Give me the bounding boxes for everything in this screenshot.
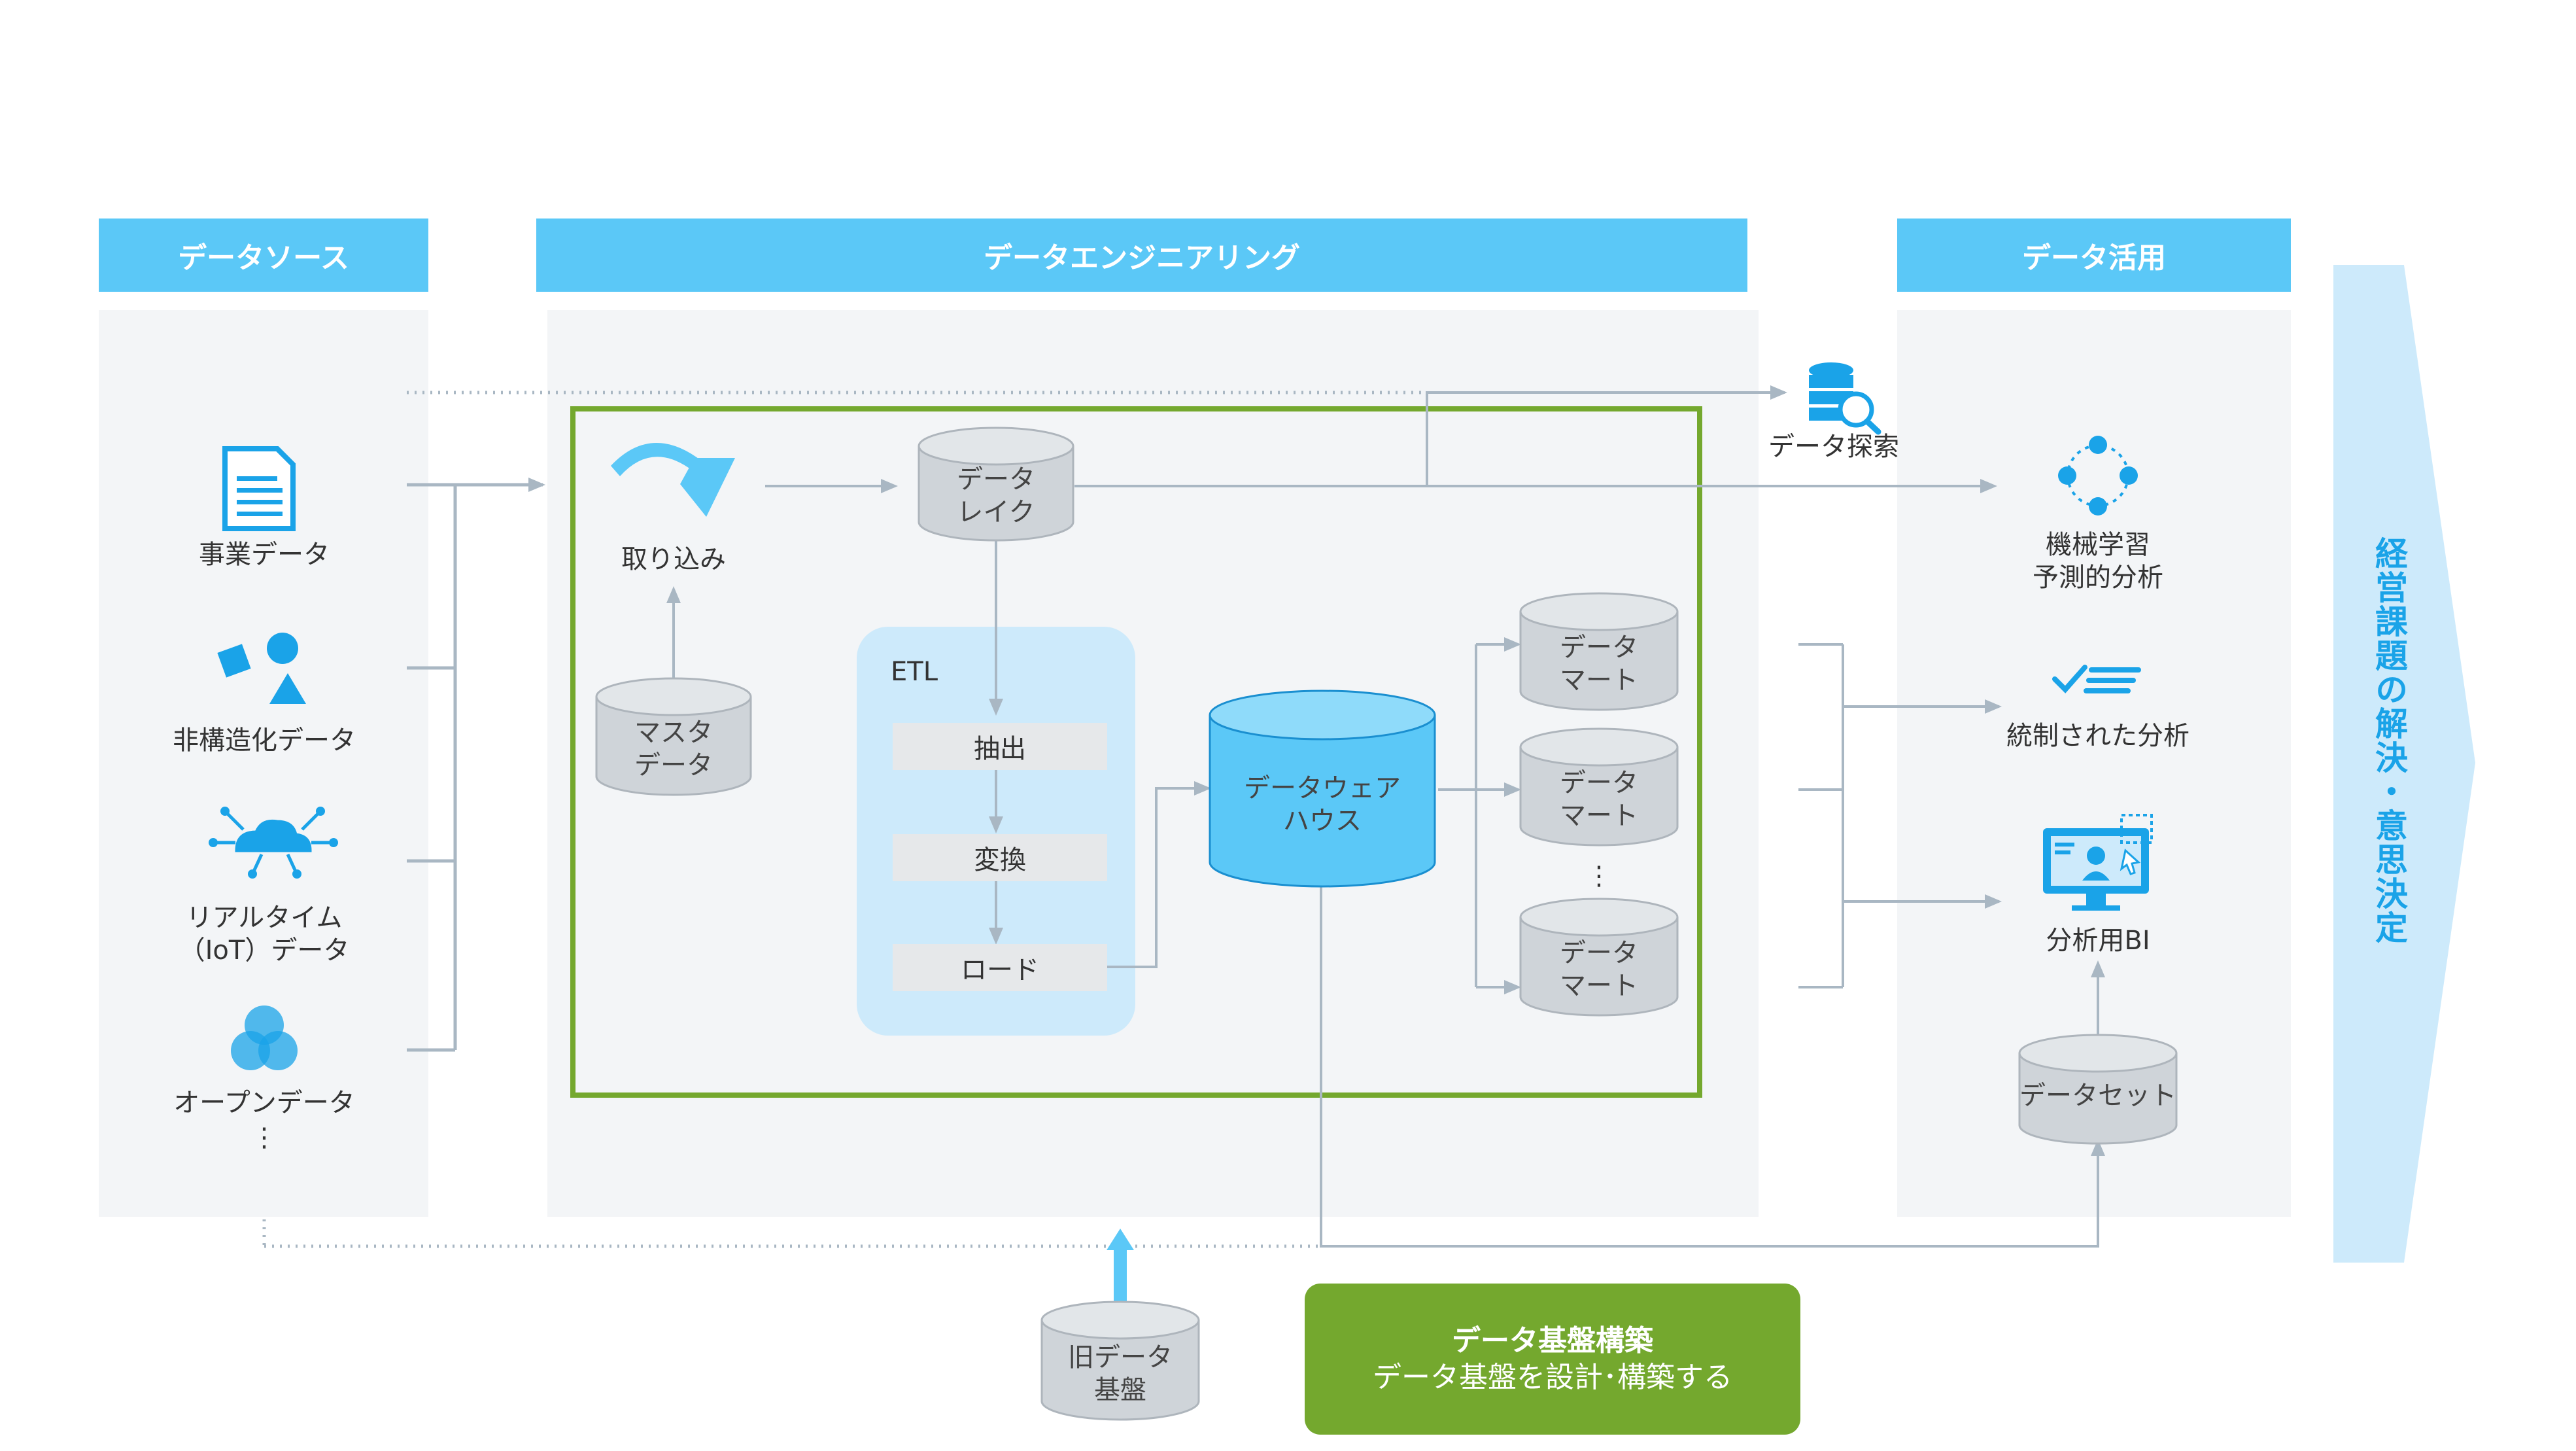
iot-cloud-icon xyxy=(209,807,338,879)
label-mart2-line1: データ xyxy=(1560,768,1638,798)
label-dwh-line1: データウェア xyxy=(1244,773,1401,803)
label-mart2-line2: マート xyxy=(1560,801,1638,831)
monitor-analytics-icon xyxy=(2043,814,2153,911)
label-lake-line1: データ xyxy=(957,464,1035,495)
upload-arrow-icon xyxy=(1107,1229,1134,1302)
dataset-cylinder xyxy=(2018,1034,2178,1145)
label-bi: 分析用BI xyxy=(2046,926,2150,956)
label-ml-line1: 機械学習 xyxy=(2046,530,2150,560)
label-unstructured-data: 非構造化データ xyxy=(173,726,356,756)
label-governed-analysis: 統制された分析 xyxy=(2006,721,2190,751)
etl-step-extract: 抽出 xyxy=(893,723,1107,770)
header-data-engineering: データエンジニアリング xyxy=(536,219,1747,292)
platform-subtitle: データ基盤を設計･構築する xyxy=(1373,1360,1732,1394)
label-realtime-line1: リアルタイム xyxy=(186,903,343,933)
header-data-utilization: データ活用 xyxy=(1897,219,2291,292)
database-search-icon xyxy=(1809,362,1881,435)
data-warehouse-cylinder xyxy=(1209,690,1436,888)
label-dwh-line2: ハウス xyxy=(1283,806,1362,836)
curved-arrow-icon xyxy=(611,443,735,517)
platform-title: データ基盤構築 xyxy=(1452,1323,1653,1357)
label-data-exploration: データ探索 xyxy=(1768,432,1899,462)
mart-ellipsis: ⋮ xyxy=(1586,861,1612,891)
etl-step-transform: 変換 xyxy=(893,834,1107,881)
label-mart1-line2: マート xyxy=(1560,665,1638,695)
engineering-frame xyxy=(570,406,1702,1098)
label-mart3-line2: マート xyxy=(1560,971,1638,1001)
label-dataset: データセット xyxy=(2019,1081,2176,1111)
label-business-data: 事業データ xyxy=(199,540,330,570)
data-lake-cylinder xyxy=(918,427,1074,542)
label-mart3-line1: データ xyxy=(1560,938,1638,968)
data-mart-cylinder-2 xyxy=(1519,727,1679,847)
venn-circles-icon xyxy=(231,1005,298,1070)
master-data-cylinder xyxy=(595,677,752,796)
label-open-data: オープンデータ xyxy=(173,1088,355,1118)
etl-step-load: ロード xyxy=(893,944,1107,991)
platform-construction-box: データ基盤構築 データ基盤を設計･構築する xyxy=(1305,1284,1800,1435)
data-mart-cylinder-1 xyxy=(1519,592,1679,711)
source-ellipsis: ⋮ xyxy=(251,1123,277,1153)
legacy-platform-cylinder xyxy=(1040,1301,1200,1421)
label-legacy-line2: 基盤 xyxy=(1094,1375,1146,1405)
data-mart-cylinder-3 xyxy=(1519,898,1679,1017)
network-nodes-icon xyxy=(2058,436,2138,516)
label-legacy-line1: 旧データ xyxy=(1068,1342,1173,1372)
header-data-source: データソース xyxy=(99,219,428,292)
label-ingest: 取り込み xyxy=(621,544,726,574)
document-icon xyxy=(222,446,296,531)
label-master-line2: データ xyxy=(634,750,713,780)
label-lake-line2: レイク xyxy=(957,497,1035,527)
label-master-line1: マスタ xyxy=(634,718,713,748)
checklist-icon xyxy=(2052,665,2141,693)
label-ml-line2: 予測的分析 xyxy=(2033,563,2163,593)
label-etl: ETL xyxy=(891,657,938,687)
label-mart1-line1: データ xyxy=(1560,633,1638,663)
shapes-icon xyxy=(217,633,306,704)
label-realtime-line2: （IoT）データ xyxy=(179,935,350,966)
goal-chevron xyxy=(2333,265,2475,1263)
goal-text: 経営課題の解決・意思決定 xyxy=(2370,536,2408,945)
